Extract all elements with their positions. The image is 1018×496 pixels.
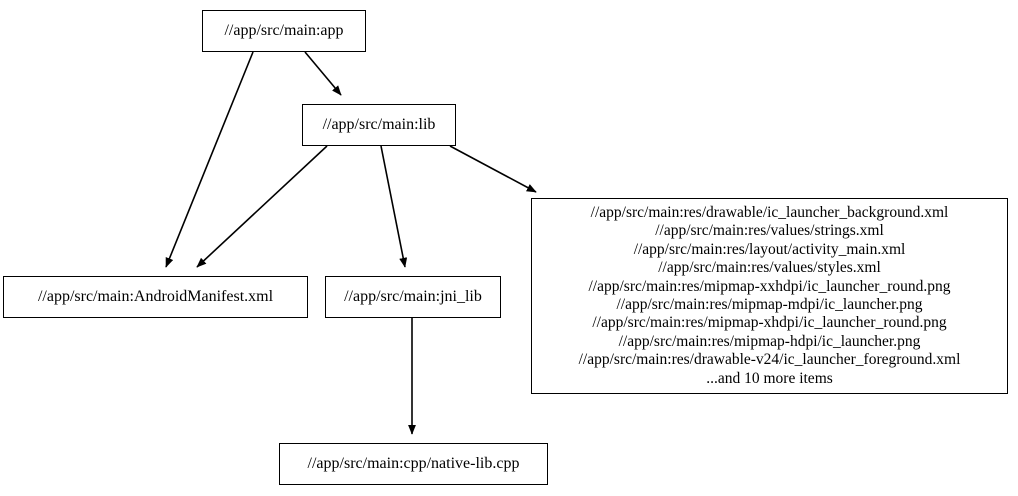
resource-item: //app/src/main:res/mipmap-mdpi/ic_launch… bbox=[616, 296, 923, 314]
resource-item: //app/src/main:res/drawable/ic_launcher_… bbox=[590, 204, 949, 221]
resource-item: //app/src/main:res/mipmap-xhdpi/ic_launc… bbox=[592, 314, 947, 332]
graph-node-app[interactable]: //app/src/main:app bbox=[202, 10, 366, 52]
resource-item: //app/src/main:res/drawable-v24/ic_launc… bbox=[578, 351, 961, 369]
resource-item: //app/src/main:res/values/styles.xml bbox=[658, 259, 881, 277]
graph-node-jni-lib[interactable]: //app/src/main:jni_lib bbox=[325, 276, 501, 318]
graph-node-jni-lib-label: //app/src/main:jni_lib bbox=[344, 288, 482, 305]
edge-lib-to-jni-lib bbox=[380, 145, 408, 268]
resource-item: //app/src/main:res/values/strings.xml bbox=[655, 222, 884, 240]
graph-node-app-label: //app/src/main:app bbox=[224, 22, 344, 39]
edge-app-to-manifest bbox=[165, 51, 254, 268]
graph-node-resources-group[interactable]: //app/src/main:res/drawable/ic_launcher_… bbox=[531, 198, 1008, 394]
graph-node-android-manifest-label: //app/src/main:AndroidManifest.xml bbox=[37, 288, 274, 305]
graph-node-lib[interactable]: //app/src/main:lib bbox=[302, 104, 456, 146]
graph-node-lib-label: //app/src/main:lib bbox=[322, 116, 436, 133]
resource-item: //app/src/main:res/mipmap-xxhdpi/ic_laun… bbox=[588, 277, 951, 295]
edge-app-to-lib bbox=[304, 51, 342, 96]
resource-item: //app/src/main:res/layout/activity_main.… bbox=[633, 240, 906, 258]
graph-node-android-manifest[interactable]: //app/src/main:AndroidManifest.xml bbox=[3, 276, 308, 318]
graph-node-native-lib-cpp-label: //app/src/main:cpp/native-lib.cpp bbox=[307, 455, 520, 472]
graph-node-native-lib-cpp[interactable]: //app/src/main:cpp/native-lib.cpp bbox=[279, 443, 548, 485]
edge-lib-to-manifest bbox=[196, 145, 328, 268]
resource-item: //app/src/main:res/mipmap-hdpi/ic_launch… bbox=[618, 332, 921, 350]
edge-lib-to-resources bbox=[449, 145, 537, 193]
resource-overflow-label: ...and 10 more items bbox=[706, 369, 833, 387]
